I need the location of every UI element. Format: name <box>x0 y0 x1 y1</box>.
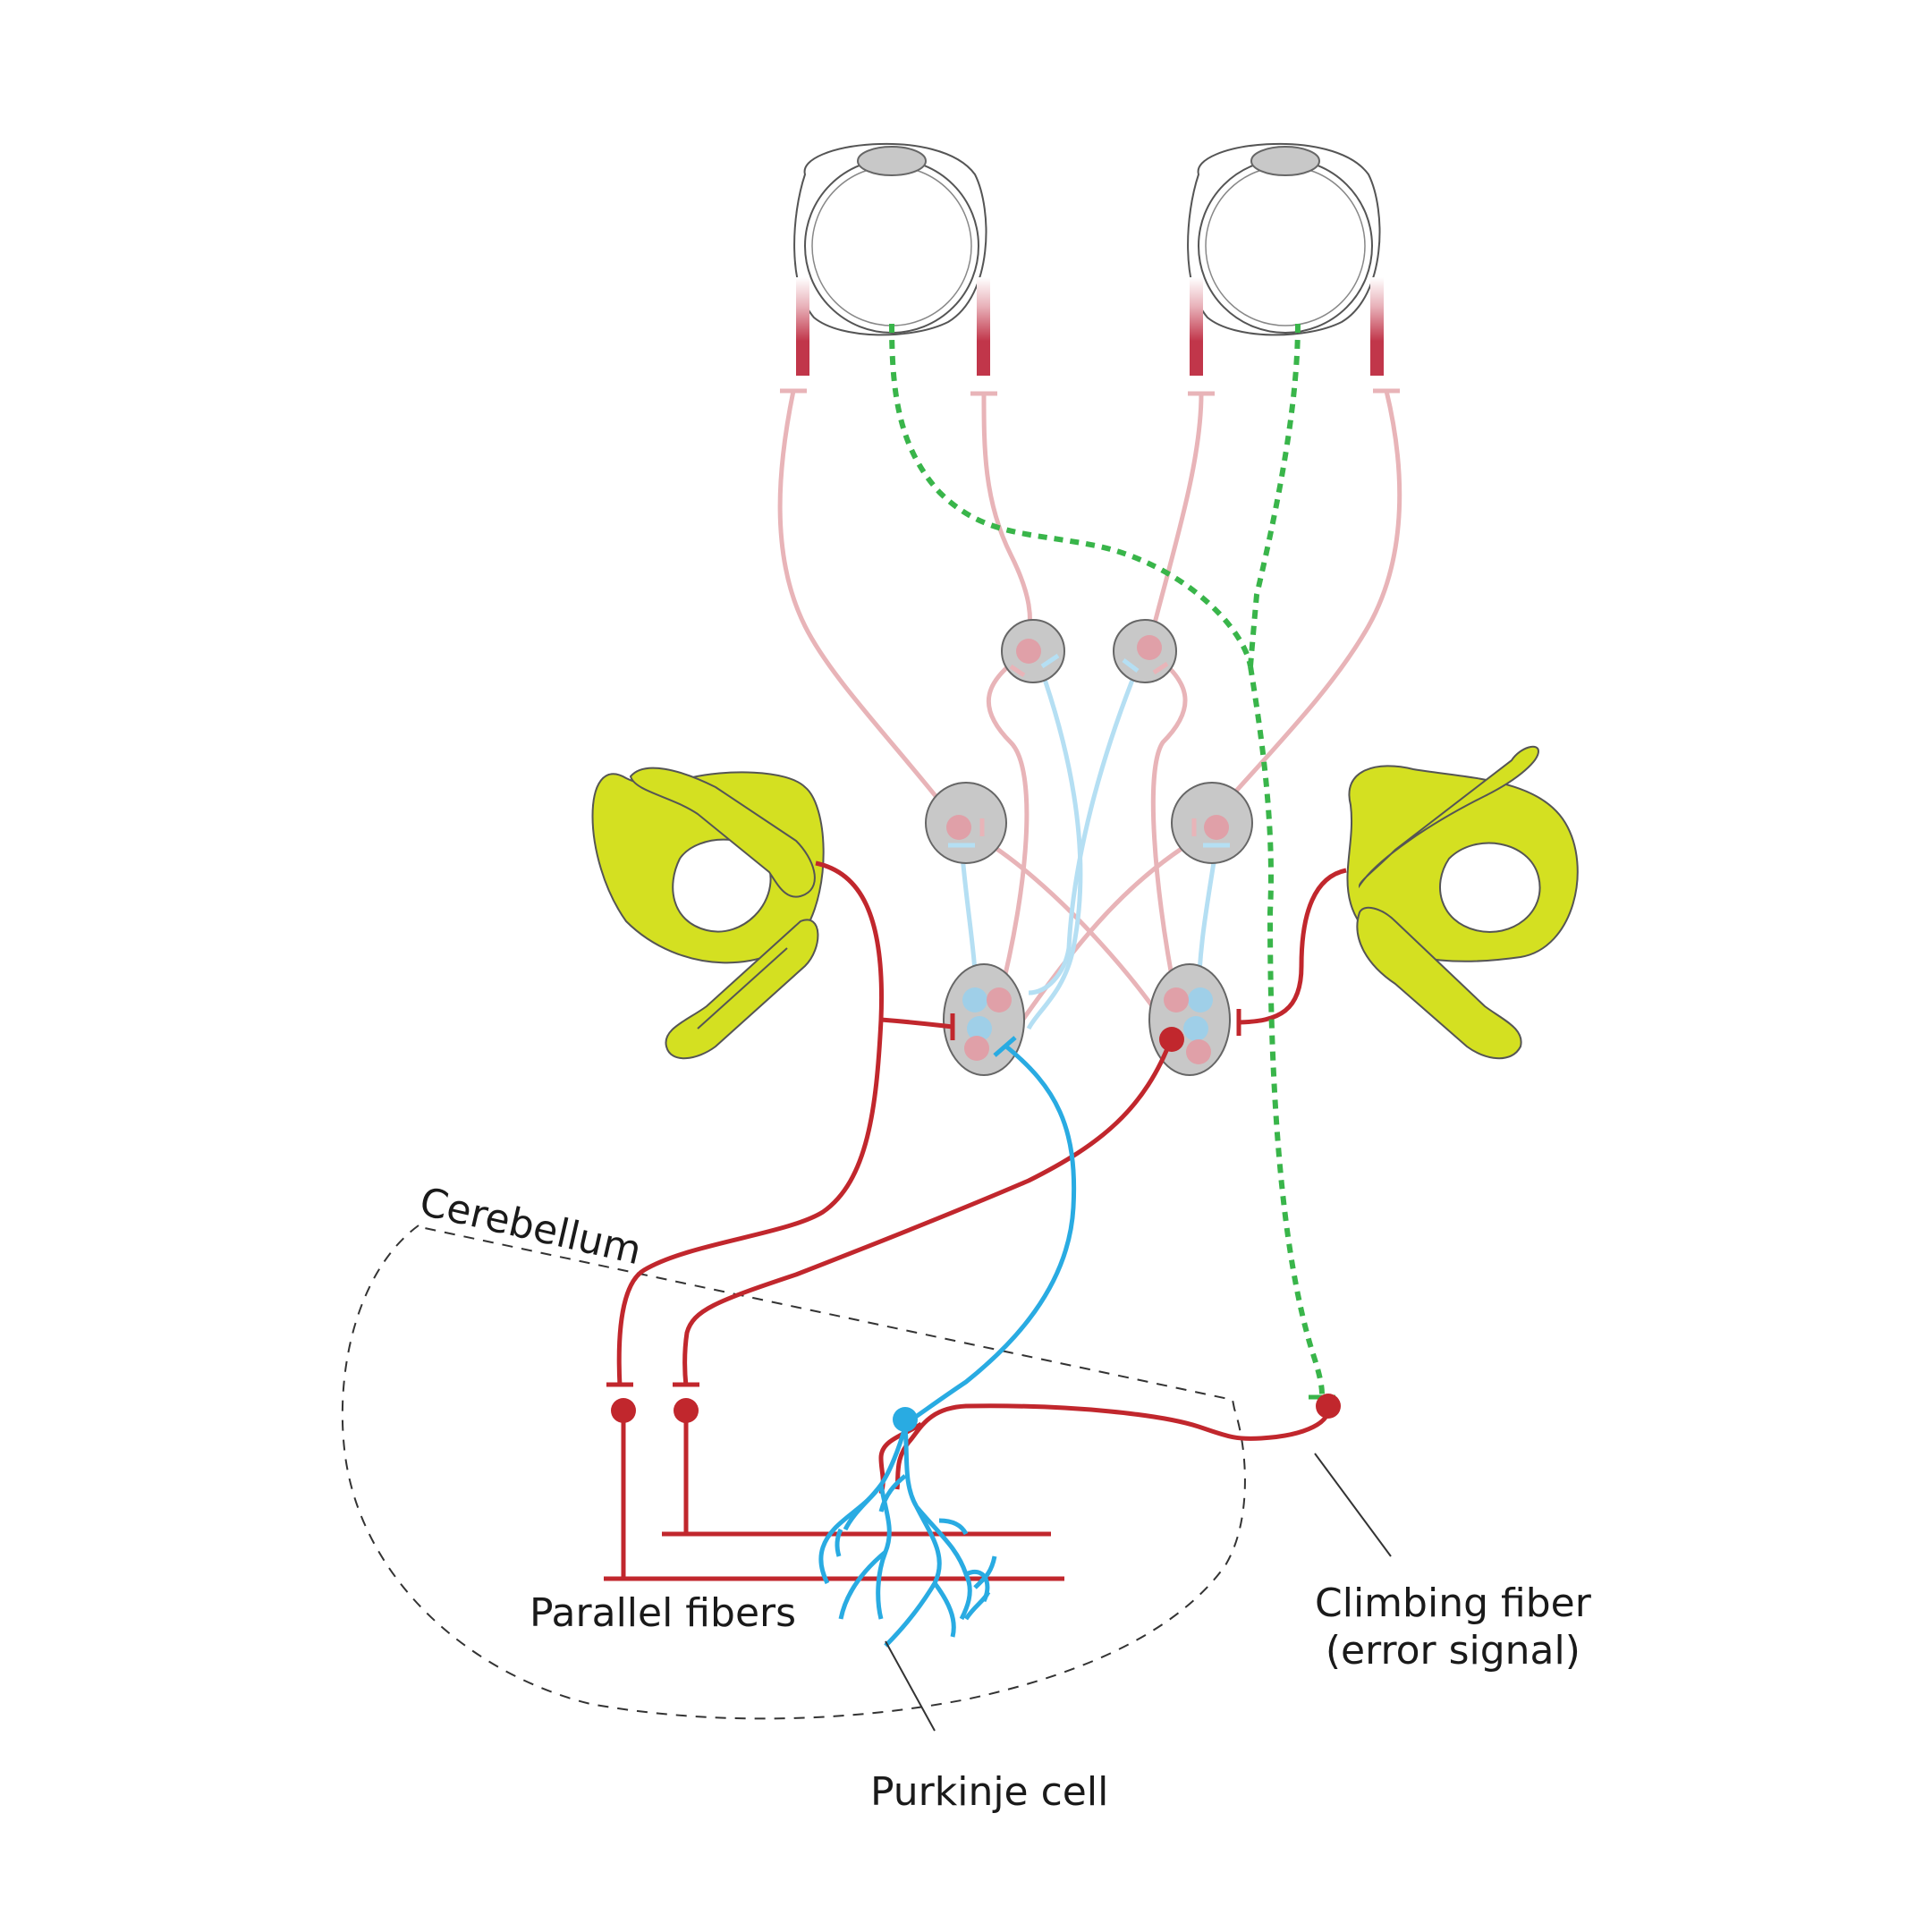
left-eye <box>793 142 990 376</box>
error-signal-pathway <box>889 323 1325 1396</box>
vestibular-afferent-terminals <box>606 1009 1241 1387</box>
purkinje-leader-line <box>885 1640 936 1732</box>
abducens-nucleus-right <box>1171 782 1253 864</box>
climbing-fiber-label-line2: (error signal) <box>1325 1627 1580 1674</box>
inferior-olive-cell <box>1316 1394 1341 1419</box>
left-vestibular-organ <box>591 767 825 1060</box>
oculomotor-nucleus-right <box>1113 619 1177 683</box>
vestibular-afferent-pathways <box>616 860 1347 1495</box>
vestibular-nucleus-left <box>943 963 1025 1076</box>
faded-motor-pathways <box>777 390 1402 1049</box>
parallel-fibers <box>604 1398 1064 1581</box>
right-vestibular-organ <box>1346 745 1579 1060</box>
climbing-fiber-label: Climbing fiber (error signal) <box>1315 1580 1591 1675</box>
oculomotor-nucleus-left <box>1001 619 1065 683</box>
climbing-fiber-leader-line <box>1314 1453 1392 1557</box>
cerebellum-outline <box>341 1224 1246 1720</box>
vestibular-nucleus-right-active-cell <box>1159 1027 1184 1052</box>
faded-motor-terminals <box>780 388 1400 396</box>
abducens-nucleus-left <box>925 782 1007 864</box>
parallel-fibers-label: Parallel fibers <box>530 1590 797 1636</box>
purkinje-cell <box>818 1036 1077 1648</box>
purkinje-cell-label: Purkinje cell <box>870 1769 1109 1815</box>
purkinje-cell-body <box>893 1407 918 1432</box>
right-eye <box>1187 142 1384 376</box>
climbing-fiber-label-line1: Climbing fiber <box>1315 1580 1591 1626</box>
